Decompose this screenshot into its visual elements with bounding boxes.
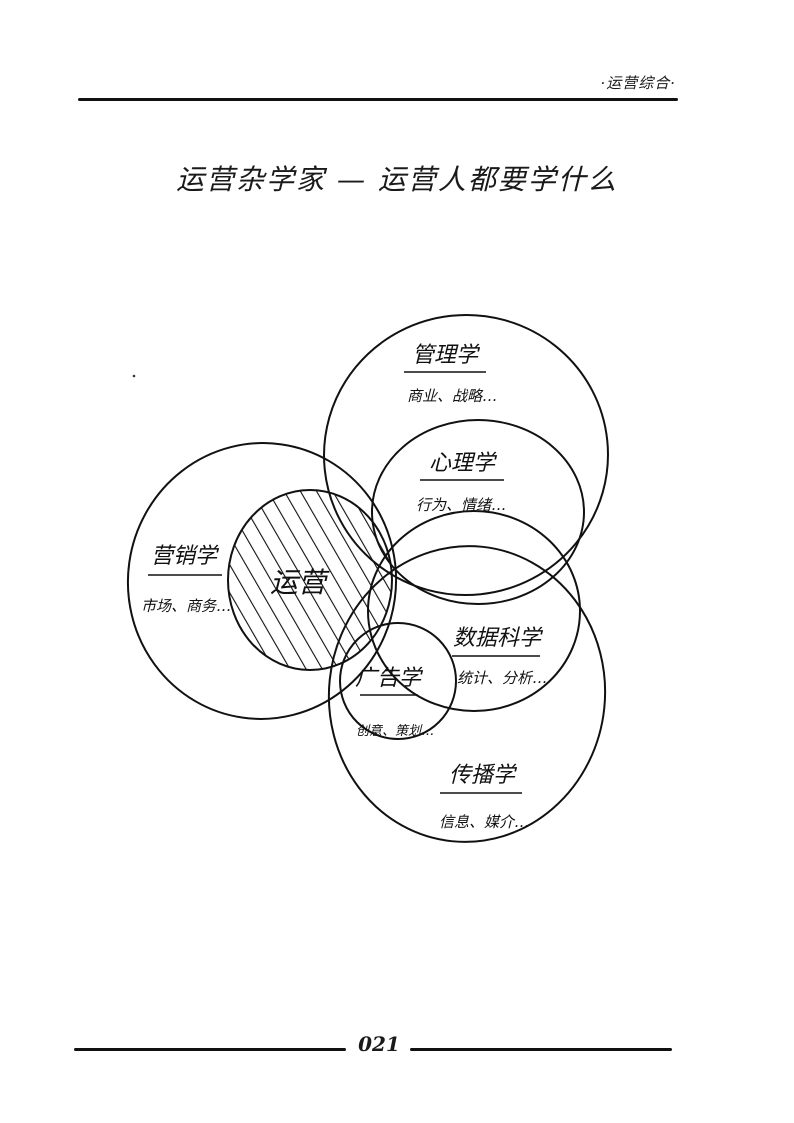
label-marketing: 营销学 bbox=[151, 544, 220, 569]
page-title: 运营杂学家 — 运营人都要学什么 bbox=[176, 163, 618, 196]
stray-dot bbox=[132, 374, 136, 378]
circle-advertising bbox=[339, 622, 457, 740]
desc-advertising: 创意、策划… bbox=[356, 723, 434, 739]
core-label: 运营 bbox=[270, 566, 330, 599]
page-footer: 021 bbox=[0, 1032, 794, 1062]
label-psychology: 心理学 bbox=[429, 451, 498, 476]
desc-management: 商业、战略… bbox=[407, 387, 497, 405]
desc-data-science: 统计、分析… bbox=[457, 669, 547, 687]
desc-psychology: 行为、情绪… bbox=[416, 496, 506, 514]
circle-communication bbox=[327, 545, 607, 843]
section-header-mark: ·运营综合· bbox=[600, 74, 676, 92]
label-data-science: 数据科学 bbox=[453, 626, 544, 651]
label-communication: 传播学 bbox=[449, 763, 518, 788]
footer-rule-left bbox=[74, 1048, 346, 1051]
desc-communication: 信息、媒介… bbox=[439, 813, 529, 831]
circle-marketing bbox=[126, 442, 398, 720]
footer-rule-right bbox=[410, 1048, 672, 1051]
page-number: 021 bbox=[358, 1032, 400, 1056]
label-management: 管理学 bbox=[412, 343, 481, 368]
header-rule bbox=[78, 98, 678, 101]
circle-psychology bbox=[371, 419, 585, 605]
circle-management bbox=[323, 313, 609, 597]
desc-marketing: 市场、商务… bbox=[141, 597, 231, 615]
label-advertising: 广告学 bbox=[355, 666, 424, 691]
circle-operations-core bbox=[227, 489, 393, 671]
